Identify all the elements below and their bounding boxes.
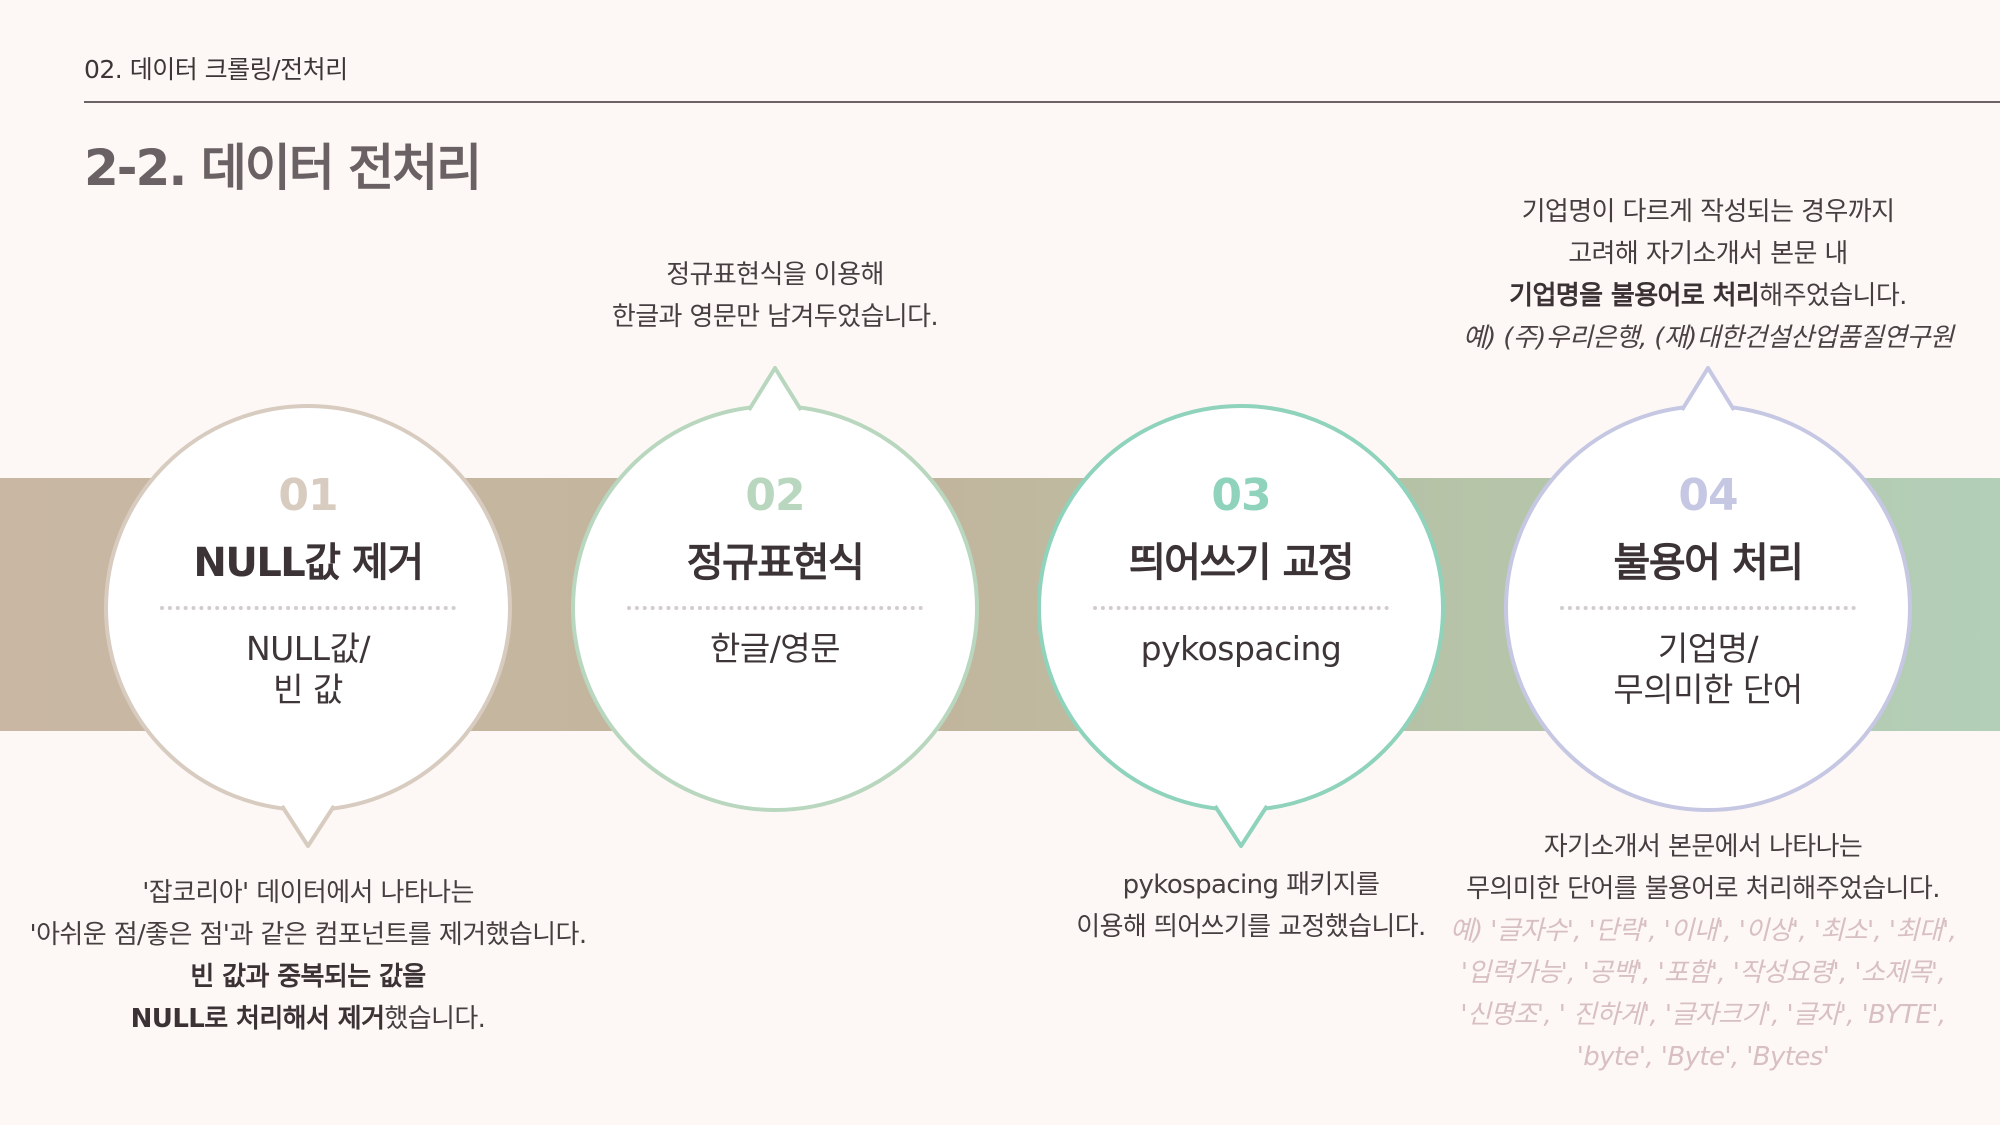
desc-example: 예) (주)우리은행, (재)대한건설산업품질연구원 (1462, 323, 1954, 353)
desc-line-bold: 빈 값과 중복되는 값을 (190, 962, 426, 992)
step-04: 04 불용어 처리 기업명/ 무의미한 단어 (1508, 470, 1908, 710)
step-subtitle: NULL값/ 빈 값 (245, 629, 371, 709)
step-03-description: pykospacing 패키지를 이용해 띄어쓰기를 교정했습니다. (1001, 864, 1501, 948)
desc-example: '신명조', ' 진하게', '글자크기', '글자', 'BYTE', (1460, 1000, 1946, 1030)
desc-line: 자기소개서 본문에서 나타나는 (1543, 832, 1863, 862)
step-04-description-top: 기업명이 다르게 작성되는 경우까지 고려해 자기소개서 본문 내 기업명을 불… (1418, 191, 1998, 359)
step-number: 03 (1211, 470, 1271, 521)
step-subtitle: 한글/영문 (709, 629, 841, 668)
desc-rest: 해주었습니다. (1759, 281, 1907, 311)
step-number: 04 (1678, 470, 1738, 521)
desc-line: 기업명이 다르게 작성되는 경우까지 (1521, 197, 1895, 227)
desc-bold: 기업명을 불용어로 처리 (1509, 281, 1760, 311)
desc-example: 예) '글자수', '단락', '이내', '이상', '최소', '최대', (1449, 916, 1957, 946)
step-01: 01 NULL값 제거 NULL값/ 빈 값 (108, 470, 508, 710)
desc-bold: NULL로 처리해서 제거 (130, 1004, 385, 1034)
desc-line: pykospacing 패키지를 (1122, 870, 1380, 900)
desc-line: 이용해 띄어쓰기를 교정했습니다. (1076, 912, 1426, 942)
step-subtitle: 기업명/ 무의미한 단어 (1613, 629, 1803, 709)
desc-line: '잡코리아' 데이터에서 나타나는 (142, 878, 474, 908)
header-divider (84, 101, 2000, 103)
step-subtitle: pykospacing (1140, 629, 1342, 668)
step-01-description: '잡코리아' 데이터에서 나타나는 '아쉬운 점/좋은 점'과 같은 컴포넌트를… (8, 872, 608, 1040)
desc-line: NULL로 처리해서 제거했습니다. (8, 998, 608, 1040)
dotted-divider (1560, 606, 1856, 610)
step-title: 정규표현식 (686, 540, 865, 586)
desc-line: '아쉬운 점/좋은 점'과 같은 컴포넌트를 제거했습니다. (29, 920, 588, 950)
step-title: 불용어 처리 (1613, 540, 1804, 586)
dotted-divider (1093, 606, 1389, 610)
section-label: 02. 데이터 크롤링/전처리 (84, 55, 348, 84)
step-03: 03 띄어쓰기 교정 pykospacing (1041, 470, 1441, 669)
step-02: 02 정규표현식 한글/영문 (575, 470, 975, 669)
desc-example: '입력가능', '공백', '포함', '작성요령', '소제목', (1460, 958, 1946, 988)
step-02-description: 정규표현식을 이용해 한글과 영문만 남겨두었습니다. (525, 254, 1025, 338)
step-number: 02 (745, 470, 805, 521)
step-title: 띄어쓰기 교정 (1128, 540, 1355, 586)
desc-line: 기업명을 불용어로 처리해주었습니다. (1418, 275, 1998, 317)
desc-line: 고려해 자기소개서 본문 내 (1568, 239, 1848, 269)
desc-line: 무의미한 단어를 불용어로 처리해주었습니다. (1466, 874, 1940, 904)
page-title: 2-2. 데이터 전처리 (84, 139, 482, 197)
desc-line: 한글과 영문만 남겨두었습니다. (611, 302, 939, 332)
step-number: 01 (278, 470, 338, 521)
desc-rest: 했습니다. (384, 1004, 486, 1034)
desc-line: 정규표현식을 이용해 (666, 260, 884, 290)
desc-example: 'byte', 'Byte', 'Bytes' (1576, 1042, 1830, 1072)
dotted-divider (160, 606, 456, 610)
dotted-divider (627, 606, 923, 610)
step-04-description-bottom: 자기소개서 본문에서 나타나는 무의미한 단어를 불용어로 처리해주었습니다. … (1408, 826, 1998, 1078)
step-title: NULL값 제거 (193, 540, 424, 586)
